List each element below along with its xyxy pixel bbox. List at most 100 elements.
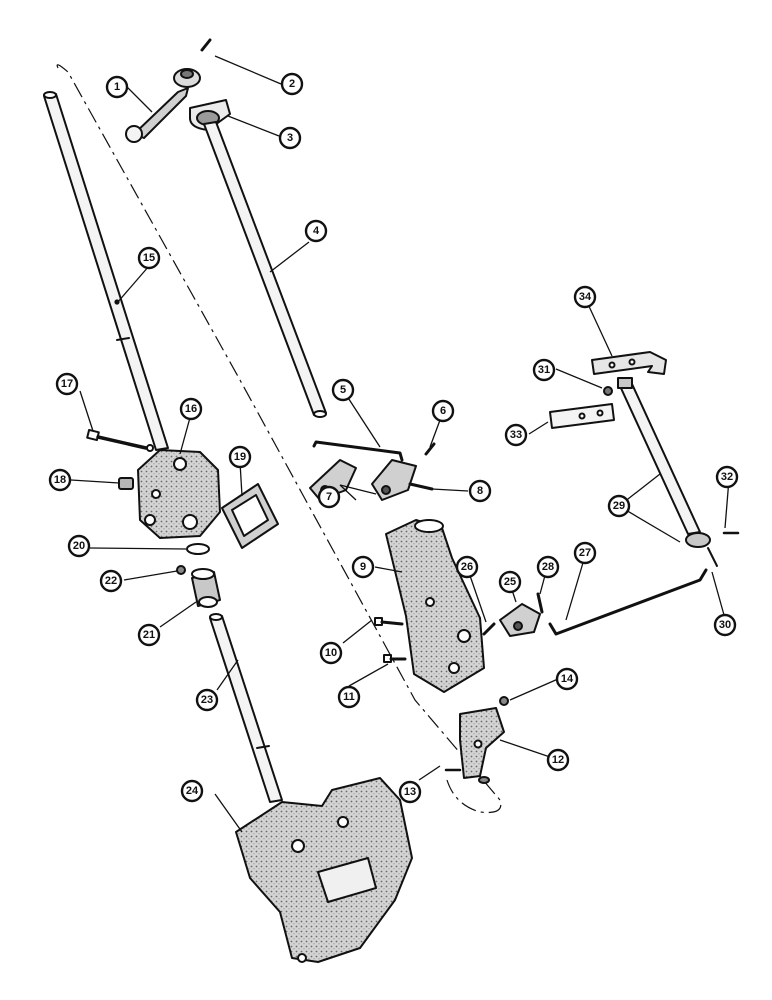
part-17-bolt [86,428,154,452]
part-12-lower-bracket [459,707,505,784]
part-20-o-ring [186,543,210,555]
part-9-body [385,519,485,693]
svg-text:29: 29 [613,500,625,512]
part-6-pin [424,442,436,456]
part-24-bracket [235,777,413,963]
callout-3: 3 [278,126,302,150]
part-27-rod [548,568,708,636]
part-21-collar [191,568,221,608]
part-18-plug [118,477,134,490]
svg-text:6: 6 [440,405,446,417]
part-29-shaft [617,377,711,548]
callout-33: 33 [504,423,528,447]
svg-text:19: 19 [234,451,246,463]
callout-20: 20 [67,534,91,558]
callout-12: 12 [546,748,570,772]
svg-text:26: 26 [461,561,473,573]
part-28-pin [536,592,544,614]
svg-text:33: 33 [510,429,522,441]
svg-text:8: 8 [477,485,483,497]
svg-text:28: 28 [542,561,554,573]
svg-text:10: 10 [325,647,337,659]
part-5-rod [312,440,404,462]
callout-27: 27 [573,541,597,565]
part-1-lever-arm [125,68,201,143]
callout-5: 5 [331,378,355,402]
svg-text:23: 23 [201,694,213,706]
svg-text:32: 32 [721,471,733,483]
svg-text:14: 14 [561,673,574,685]
svg-text:21: 21 [143,629,155,641]
svg-text:7: 7 [326,491,332,503]
part-14-screw [499,696,509,706]
callout-22: 22 [99,569,123,593]
svg-text:9: 9 [360,561,366,573]
part-26-pin [482,622,496,636]
alignment-centerline [56,64,502,814]
part-10-screw [374,617,404,626]
part-23-lower-shaft [209,613,283,803]
part-2-roll-pin [200,38,212,52]
part-3-lever-hub [189,99,231,131]
svg-text:4: 4 [313,225,320,237]
callout-30: 30 [713,613,737,637]
svg-text:15: 15 [143,252,155,264]
svg-text:22: 22 [105,575,117,587]
callout-26: 26 [455,555,479,579]
part-30-fitting [707,547,718,567]
callout-16: 16 [179,397,203,421]
part-33-plate [549,403,615,429]
svg-text:25: 25 [504,576,516,588]
callout-13: 13 [398,780,422,804]
callout-34: 34 [573,285,597,309]
svg-text:24: 24 [186,785,199,797]
callout-10: 10 [319,641,343,665]
callout-8: 8 [468,479,492,503]
callout-19: 19 [228,445,252,469]
leader-lines [70,55,730,833]
part-19-gasket [221,483,279,549]
svg-text:27: 27 [579,547,591,559]
callout-32: 32 [715,465,739,489]
svg-text:1: 1 [114,81,120,93]
svg-text:13: 13 [404,786,416,798]
part-4-long-shaft [203,121,327,418]
part-34-bent-plate [591,351,667,375]
callout-2: 2 [280,72,304,96]
part-22-set-screw [176,565,186,575]
callout-14: 14 [555,667,579,691]
callout-11: 11 [337,685,361,709]
svg-text:11: 11 [343,691,355,703]
part-16-housing [137,449,221,539]
svg-text:12: 12 [552,754,564,766]
part-31-screw [603,386,613,396]
callout-17: 17 [55,372,79,396]
svg-text:34: 34 [579,291,592,303]
callout-4: 4 [304,219,328,243]
callout-6: 6 [431,399,455,423]
callout-29: 29 [607,494,631,518]
svg-text:16: 16 [185,403,197,415]
svg-text:30: 30 [719,619,731,631]
part-25-block [499,603,541,637]
svg-text:17: 17 [61,378,73,390]
svg-text:3: 3 [287,132,293,144]
callout-7: 7 [317,485,341,509]
callout-28: 28 [536,555,560,579]
callout-21: 21 [137,623,161,647]
callout-9: 9 [351,555,375,579]
callout-24: 24 [180,779,204,803]
callout-bubbles: 1 2 3 4 5 6 7 8 9 10 11 12 13 14 15 16 1… [48,72,739,804]
svg-text:18: 18 [54,474,66,486]
callout-18: 18 [48,468,72,492]
callout-25: 25 [498,570,522,594]
svg-text:2: 2 [289,78,295,90]
callout-23: 23 [195,688,219,712]
svg-text:31: 31 [538,364,550,376]
callout-1: 1 [105,75,129,99]
part-8-pin [408,482,434,491]
svg-text:20: 20 [73,540,85,552]
part-11-screw [383,654,407,663]
